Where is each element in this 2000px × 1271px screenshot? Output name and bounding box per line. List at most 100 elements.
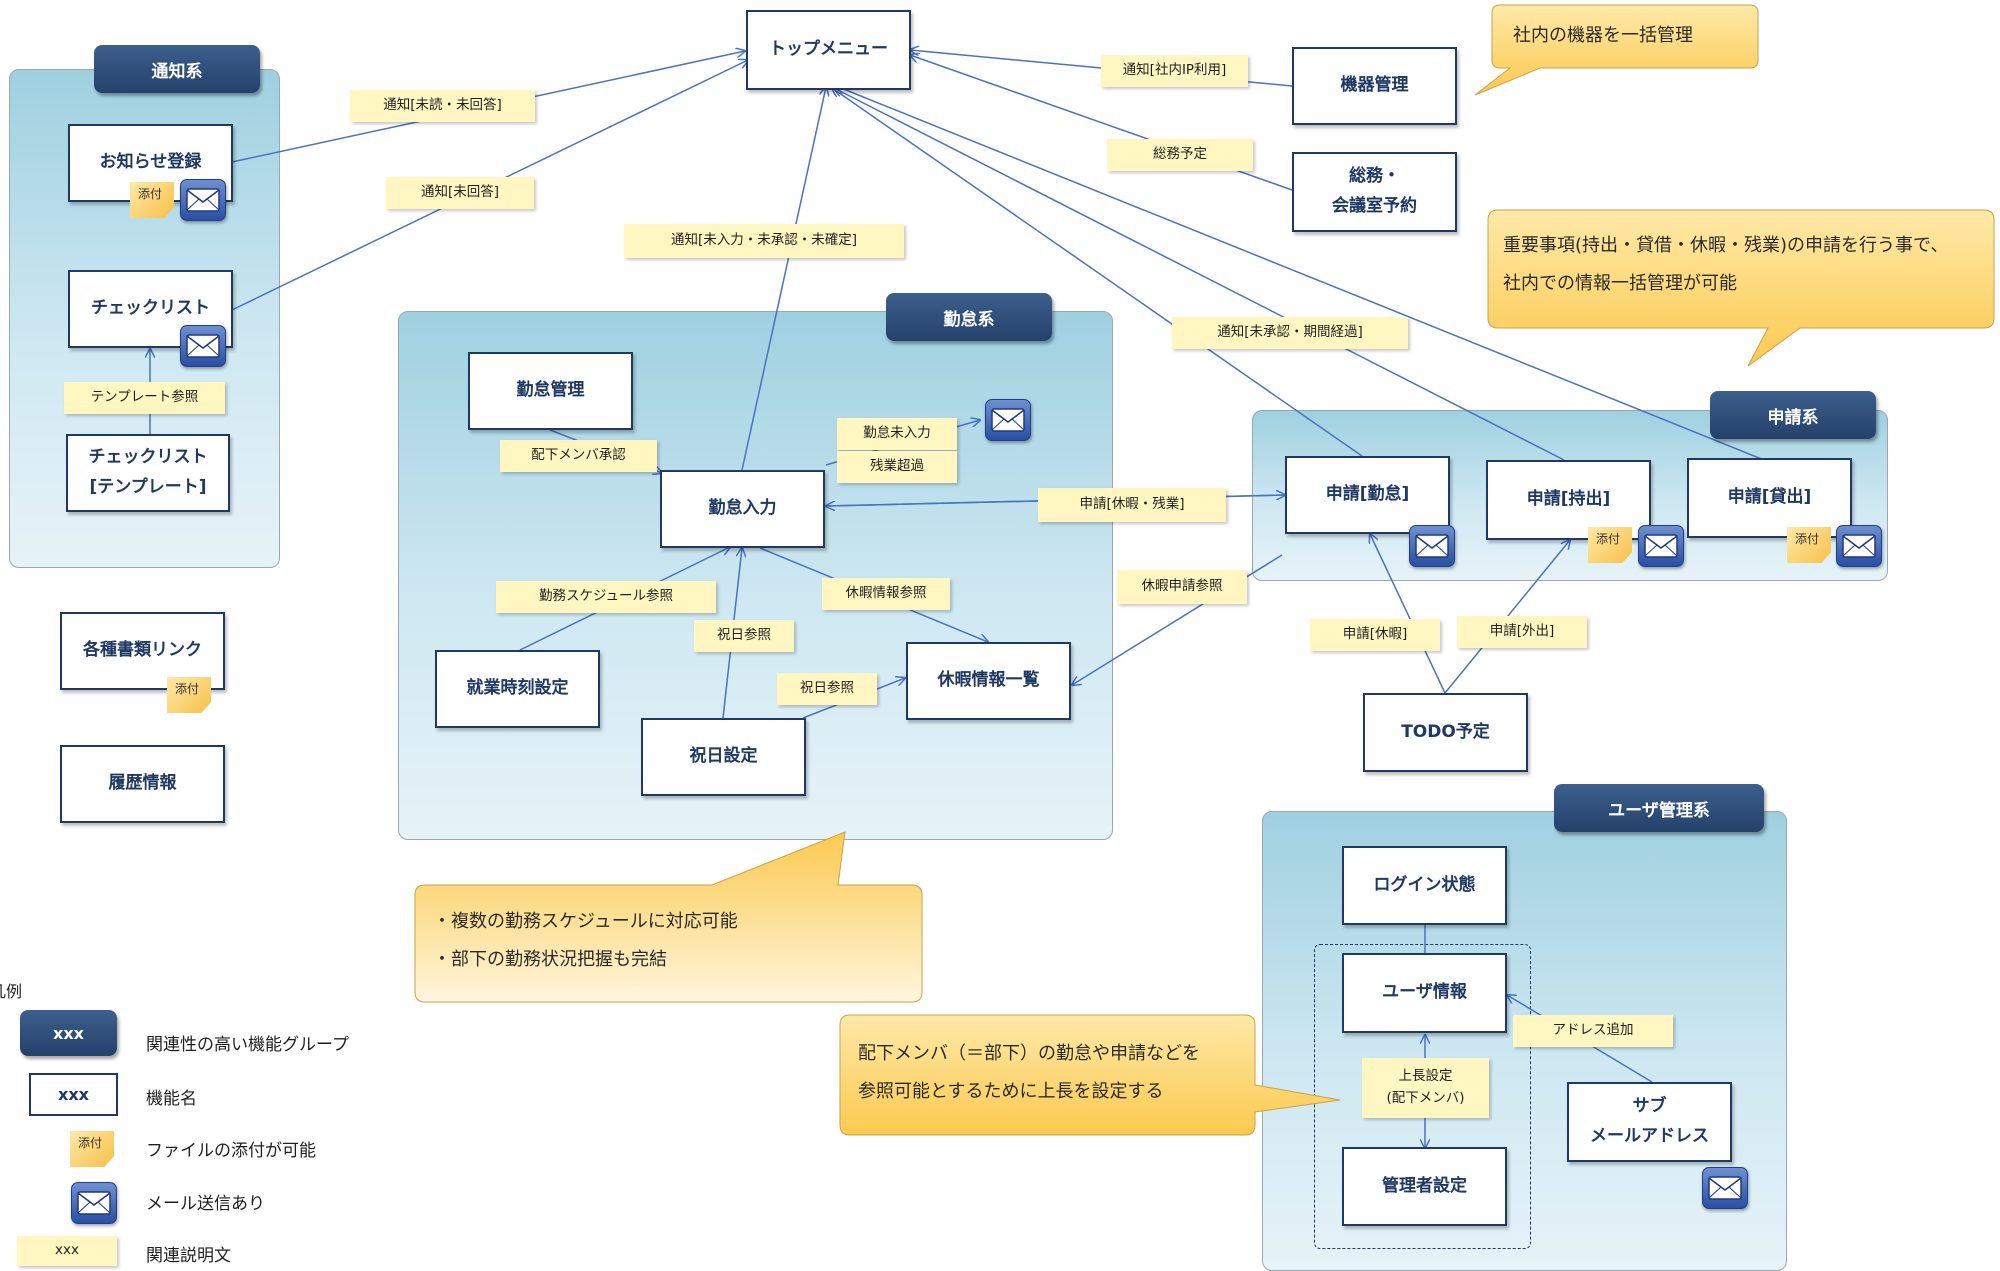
callout-important-line1: 重要事項(持出・貸借・休暇・残業)の申請を行う事で、 xyxy=(1503,235,1949,256)
label-app-leave: 申請[休暇] xyxy=(1310,619,1440,651)
sub-mail-address-line2: メールアドレス xyxy=(1590,1126,1709,1146)
general-affairs-box[interactable]: 総務・会議室予約 xyxy=(1292,152,1457,232)
notify-group-header: 通知系 xyxy=(94,45,260,93)
application-carry-label: 申請[持出] xyxy=(1526,489,1611,510)
label-schedule-ref: 勤務スケジュール参照 xyxy=(496,581,716,613)
label-internal-ip-notice: 通知[社内IP利用] xyxy=(1101,55,1248,87)
application-kintai-label: 申請[勤怠] xyxy=(1325,484,1410,505)
label-app-leave-overtime: 申請[休暇・残業] xyxy=(1038,488,1226,522)
attachment-icon: 添付 xyxy=(1787,527,1831,563)
legend-attach-text: ファイルの添付が可能 xyxy=(146,1141,316,1161)
line-appkintai-to-top xyxy=(832,88,1363,457)
mail-icon xyxy=(1702,1167,1748,1209)
legend-function-text: 機能名 xyxy=(146,1089,197,1109)
history-box[interactable]: 履歴情報 xyxy=(60,745,225,823)
legend-note-sample: xxx xyxy=(17,1236,117,1266)
label-unread-notice: 通知[未読・未回答] xyxy=(350,90,535,122)
application-kintai-box[interactable]: 申請[勤怠] xyxy=(1285,456,1450,534)
admin-setting-box[interactable]: 管理者設定 xyxy=(1342,1147,1507,1226)
supervisor-line2: (配下メンバ) xyxy=(1386,1090,1465,1106)
top-menu-label: トップメニュー xyxy=(769,39,888,60)
line-appcarry-to-top xyxy=(834,88,1565,461)
equipment-management-label: 機器管理 xyxy=(1340,75,1409,96)
attachment-icon: 添付 xyxy=(130,182,174,218)
line-kintai-to-top xyxy=(741,87,826,471)
callout-important-text: 重要事項(持出・貸借・休暇・残業)の申請を行う事で、 社内での情報一括管理が可能 xyxy=(1503,227,1993,303)
checklist-template-line2: [テンプレート] xyxy=(89,477,207,497)
equipment-management-box[interactable]: 機器管理 xyxy=(1292,47,1457,125)
document-links-label: 各種書類リンク xyxy=(83,640,202,661)
callout-subordinate-text: 配下メンバ（＝部下）の勤怠や申請などを 参照可能とするために上長を設定する xyxy=(858,1035,1248,1111)
legend-note-text: 関連説明文 xyxy=(146,1246,231,1266)
label-template-ref: テンプレート参照 xyxy=(64,382,225,414)
application-carry-box[interactable]: 申請[持出] xyxy=(1486,460,1651,540)
notice-registration-label: お知らせ登録 xyxy=(99,152,202,173)
line-appkintai-to-leave xyxy=(1072,554,1283,685)
label-unentered-notice: 通知[未入力・未承認・未確定] xyxy=(624,224,904,258)
kintai-input-label: 勤怠入力 xyxy=(708,498,777,519)
mail-icon xyxy=(985,399,1031,441)
callout-equipment-bubble xyxy=(1474,4,1759,96)
line-applend-to-top xyxy=(836,86,1765,461)
line-todo-to-appkintai xyxy=(1370,534,1446,694)
checklist-template-line1: チェックリスト xyxy=(88,447,208,468)
callout-schedule-line1: ・複数の勤務スケジュールに対応可能 xyxy=(433,911,738,932)
label-supervisor-setting: 上長設定(配下メンバ) xyxy=(1362,1058,1489,1118)
legend-mail-text: メール送信あり xyxy=(146,1194,265,1214)
callout-schedule-bubble xyxy=(414,831,923,1003)
leave-list-box[interactable]: 休暇情報一覧 xyxy=(906,642,1071,720)
legend-title: 凡例 xyxy=(0,982,23,1001)
mail-icon xyxy=(180,179,226,221)
label-subordinate-approval: 配下メンバ承認 xyxy=(500,440,657,472)
attendance-group-header: 勤怠系 xyxy=(886,293,1052,341)
attachment-icon: 添付 xyxy=(70,1131,114,1167)
checklist-label: チェックリスト xyxy=(91,298,210,319)
mail-icon xyxy=(71,1182,117,1224)
work-time-setting-box[interactable]: 就業時刻設定 xyxy=(435,650,600,728)
document-links-box[interactable]: 各種書類リンク xyxy=(60,612,225,690)
todo-schedule-box[interactable]: TODO予定 xyxy=(1363,693,1528,772)
callout-important-line2: 社内での情報一括管理が可能 xyxy=(1503,272,1737,294)
login-status-box[interactable]: ログイン状態 xyxy=(1342,846,1507,925)
kintai-input-box[interactable]: 勤怠入力 xyxy=(660,470,825,548)
user-info-box[interactable]: ユーザ情報 xyxy=(1342,953,1507,1033)
general-affairs-line2: 会議室予約 xyxy=(1332,196,1417,216)
legend-group-text: 関連性の高い機能グループ xyxy=(146,1035,349,1055)
application-lend-box[interactable]: 申請[貸出] xyxy=(1687,458,1852,538)
label-leave-app-ref: 休暇申請参照 xyxy=(1117,570,1247,604)
attachment-icon: 添付 xyxy=(1588,527,1632,563)
sub-mail-address-box[interactable]: サブメールアドレス xyxy=(1567,1082,1732,1162)
application-lend-label: 申請[貸出] xyxy=(1727,487,1812,508)
callout-schedule-line2: ・部下の勤務状況把握も完結 xyxy=(433,948,667,970)
general-affairs-line1: 総務・ xyxy=(1349,166,1400,187)
mail-icon xyxy=(1836,525,1882,567)
callout-subordinate-line1: 配下メンバ（＝部下）の勤怠や申請などを xyxy=(858,1043,1200,1064)
todo-schedule-label: TODO予定 xyxy=(1401,721,1490,742)
holiday-setting-box[interactable]: 祝日設定 xyxy=(641,718,806,796)
history-label: 履歴情報 xyxy=(108,773,177,794)
user-group-header: ユーザ管理系 xyxy=(1554,784,1764,832)
top-menu-box[interactable]: トップメニュー xyxy=(746,10,911,90)
legend-function-sample: xxx xyxy=(29,1073,118,1116)
label-kintai-missing: 勤怠未入力 xyxy=(837,418,957,450)
callout-schedule-text: ・複数の勤務スケジュールに対応可能 ・部下の勤務状況把握も完結 xyxy=(433,903,893,979)
holiday-setting-label: 祝日設定 xyxy=(689,746,758,767)
label-overtime: 残業超過 xyxy=(837,451,957,483)
login-status-label: ログイン状態 xyxy=(1373,874,1476,895)
label-app-out: 申請[外出] xyxy=(1457,616,1587,648)
label-holiday-ref-1: 祝日参照 xyxy=(694,620,794,652)
admin-setting-label: 管理者設定 xyxy=(1382,1175,1467,1196)
label-holiday-ref-2: 祝日参照 xyxy=(777,673,877,705)
label-general-schedule: 総務予定 xyxy=(1107,139,1253,171)
legend-group-sample: xxx xyxy=(20,1010,117,1056)
sub-mail-address-line1: サブ xyxy=(1632,1096,1667,1117)
callout-important-bubble xyxy=(1487,209,1995,367)
kintai-management-box[interactable]: 勤怠管理 xyxy=(468,352,633,430)
legend-function-sample-text: xxx xyxy=(58,1084,89,1104)
work-time-setting-label: 就業時刻設定 xyxy=(466,678,569,699)
leave-list-label: 休暇情報一覧 xyxy=(937,670,1040,691)
kintai-management-label: 勤怠管理 xyxy=(516,380,585,401)
mail-icon xyxy=(180,325,226,367)
checklist-template-box[interactable]: チェックリスト [テンプレート] xyxy=(66,434,230,512)
